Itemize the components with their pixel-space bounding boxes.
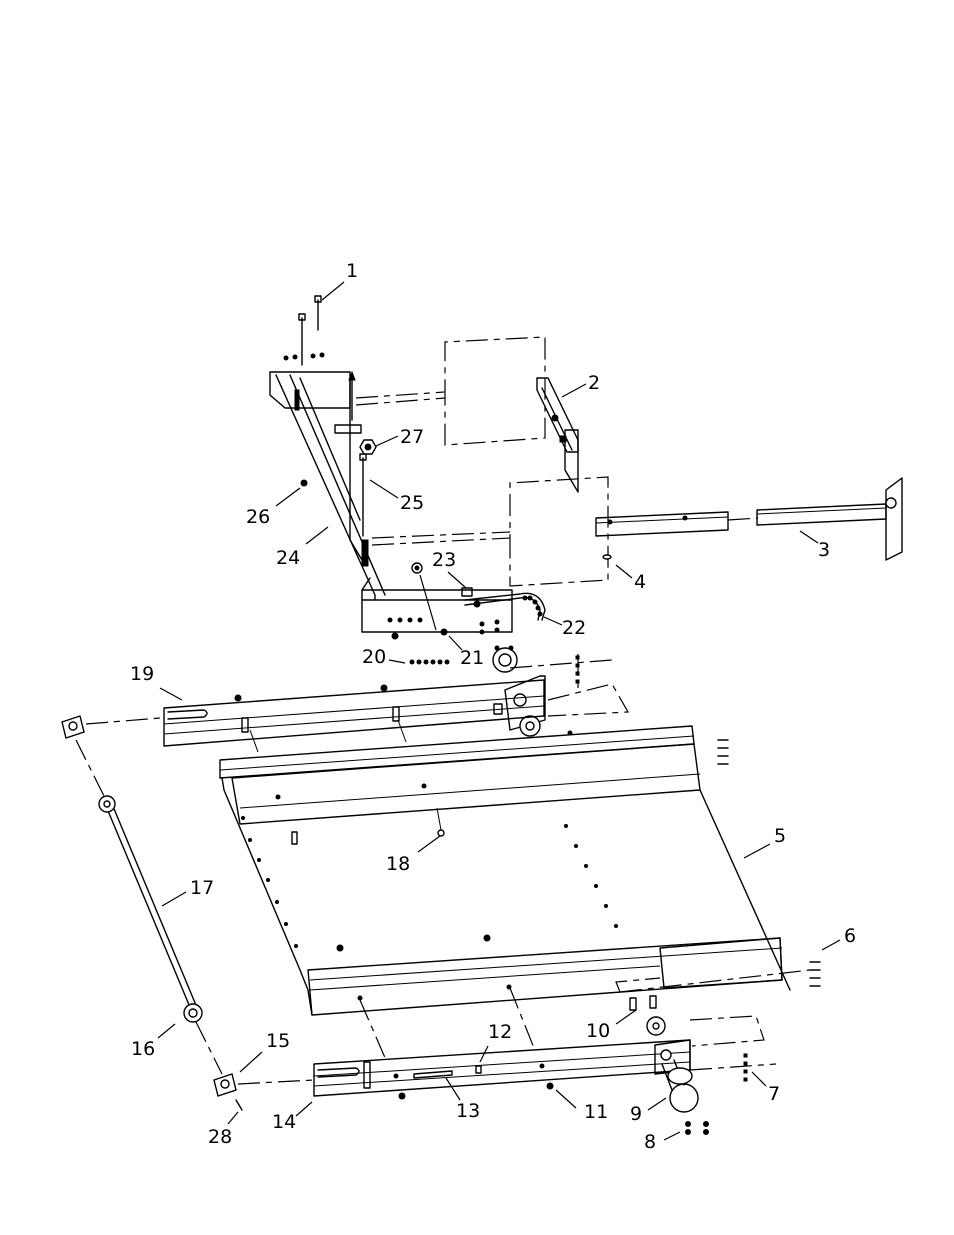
- callout-18: 18: [386, 853, 410, 875]
- callout-16: 16: [131, 1038, 155, 1060]
- callout-28: 28: [208, 1126, 232, 1148]
- callout-27: 27: [400, 426, 424, 448]
- channel-19: [159, 679, 545, 753]
- bearing-upper-left: [61, 715, 161, 797]
- bolts-7: [575, 655, 767, 1087]
- sprocket-16-upper: [98, 795, 116, 813]
- callout-labels: 1 2 3 4 5 6 7 8 9 10 11 12 13 14 15 16 1…: [130, 260, 856, 1153]
- callout-1: 1: [346, 260, 358, 282]
- callout-19: 19: [130, 663, 154, 685]
- sprocket-23: [447, 571, 481, 608]
- bracket-2: [536, 377, 579, 493]
- conveyor-tray-5: [219, 725, 791, 1016]
- sprocket-10: [615, 995, 666, 1036]
- callout-21: 21: [460, 647, 484, 669]
- callout-14: 14: [272, 1111, 296, 1133]
- callout-6: 6: [844, 925, 856, 947]
- callout-12: 12: [488, 1021, 512, 1043]
- channel-14: [295, 1039, 691, 1117]
- callout-4: 4: [634, 571, 646, 593]
- shaft-17: [105, 803, 199, 1013]
- chain-22: [464, 592, 563, 626]
- callout-13: 13: [456, 1100, 480, 1122]
- nut-27: [359, 439, 377, 455]
- callout-26: 26: [246, 506, 270, 528]
- tube-3: [595, 477, 903, 561]
- bearing-21: [411, 562, 463, 651]
- callout-20: 20: [362, 646, 386, 668]
- phantom-lines-upper: [355, 336, 759, 587]
- callout-23: 23: [432, 549, 456, 571]
- washer-4: [602, 554, 633, 579]
- callout-7: 7: [768, 1083, 780, 1105]
- upper-motor-sprocket: [479, 619, 546, 737]
- bolt-1: [283, 295, 325, 366]
- callout-10: 10: [586, 1020, 610, 1042]
- washer-26: [300, 479, 308, 487]
- callout-5: 5: [774, 825, 786, 847]
- callout-15: 15: [266, 1030, 290, 1052]
- screw-28: [227, 1099, 243, 1125]
- callout-2: 2: [588, 372, 600, 394]
- callout-9: 9: [630, 1103, 642, 1125]
- callout-8: 8: [644, 1131, 656, 1153]
- callout-24: 24: [276, 547, 300, 569]
- bolts-20: [388, 659, 450, 665]
- screws-6: [717, 739, 841, 987]
- frame-arm-assembly: [269, 371, 513, 640]
- callout-3: 3: [818, 539, 830, 561]
- phantom-lines-lower: [359, 969, 811, 1071]
- callout-25: 25: [400, 492, 424, 514]
- bearing-15: [195, 1021, 315, 1097]
- bolt-25: [348, 370, 367, 537]
- callout-22: 22: [562, 617, 586, 639]
- motor-9: [647, 1059, 709, 1141]
- sprocket-16: [157, 1003, 203, 1039]
- callout-17: 17: [190, 877, 214, 899]
- callout-11: 11: [584, 1101, 608, 1123]
